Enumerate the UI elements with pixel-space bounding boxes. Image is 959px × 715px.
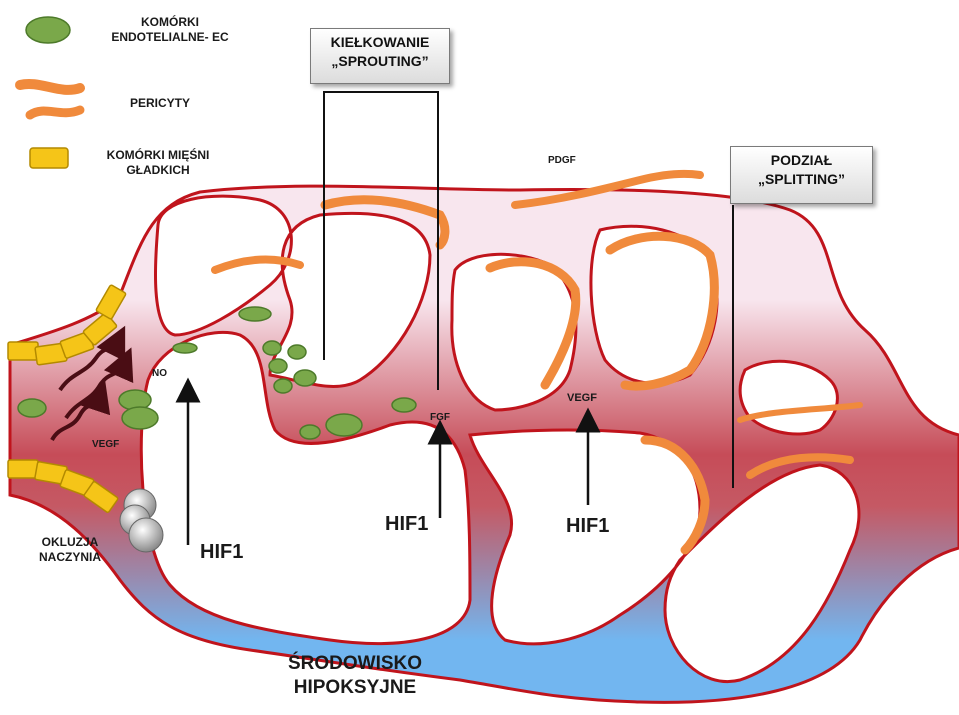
legend-endothelial-label: KOMÓRKI ENDOTELIALNE- EC <box>110 15 230 45</box>
hypoxic-environment-label: ŚRODOWISKO HIPOKSYJNE <box>270 652 440 700</box>
legend-smooth-muscle-label: KOMÓRKI MIĘŚNI GŁADKICH <box>98 148 218 178</box>
sprouting-title: KIEŁKOWANIE <box>311 33 449 52</box>
hif1-mid-label: HIF1 <box>385 512 428 537</box>
vegf-right-label: VEGF <box>567 392 597 406</box>
fgf-label: FGF <box>430 412 450 425</box>
sprouting-subtitle: „SPROUTING” <box>311 52 449 71</box>
legend-smooth-muscle-icon <box>30 148 68 168</box>
sprouting-box: KIEŁKOWANIE „SPROUTING” <box>310 28 450 84</box>
legend-pericyte-label: PERICYTY <box>110 96 210 111</box>
legend-endothelial-icon <box>26 17 70 43</box>
hif1-left-label: HIF1 <box>200 540 243 565</box>
occlusion-label: OKLUZJA NACZYNIA <box>22 535 118 565</box>
legend-pericyte-icon <box>20 84 80 90</box>
splitting-title: PODZIAŁ <box>731 151 872 170</box>
splitting-box: PODZIAŁ „SPLITTING” <box>730 146 873 204</box>
no-label: NO <box>152 368 167 381</box>
vessel-network <box>10 186 959 702</box>
vegf-left-label: VEGF <box>92 439 119 452</box>
pdgf-label: PDGF <box>548 155 576 168</box>
splitting-subtitle: „SPLITTING” <box>731 170 872 189</box>
hif1-right-label: HIF1 <box>566 514 609 539</box>
